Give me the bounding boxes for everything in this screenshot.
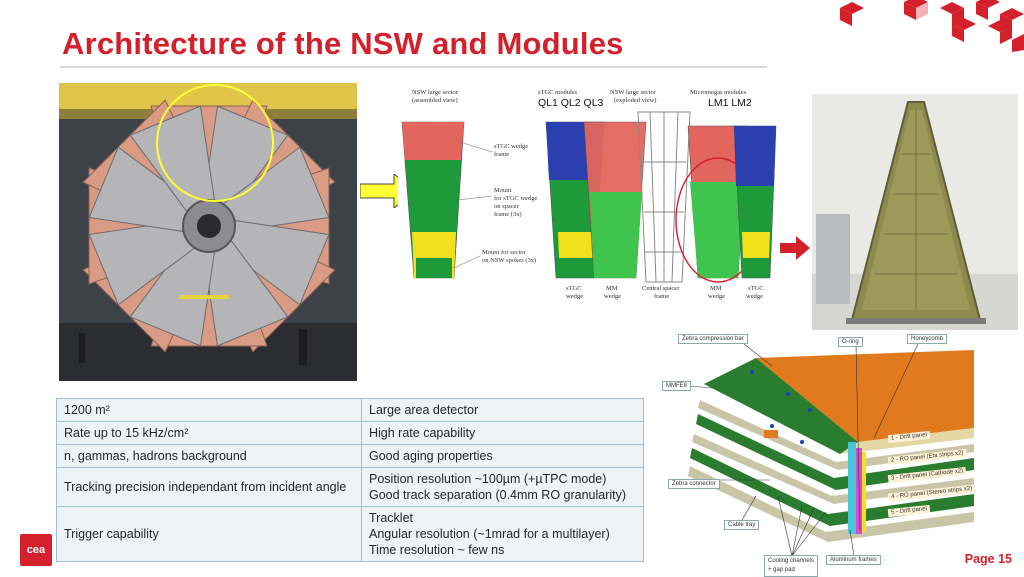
cea-logo: cea: [20, 534, 52, 566]
mm-modules-label: Micromegas modules: [690, 89, 747, 96]
decorative-cube-pattern: [840, 0, 1024, 52]
bottom-label-3b: frame: [654, 293, 669, 300]
property-line: Angular resolution (~1mrad for a multila…: [369, 527, 610, 541]
table-cell-property: High rate capability: [361, 421, 644, 445]
property-line: High rate capability: [369, 426, 476, 440]
property-line: Good aging properties: [369, 449, 493, 463]
bottom-label-4a: MM: [710, 285, 722, 292]
micromegas-module-photo: [812, 94, 1018, 334]
mmfe8-label: MMFE8: [662, 381, 691, 391]
bottom-label-5a: sTGC: [748, 285, 764, 292]
table-row: Rate up to 15 kHz/cm² High rate capabili…: [56, 421, 644, 445]
assembled-label-1: NSW large sector: [412, 89, 459, 96]
property-line: Tracklet: [369, 511, 413, 525]
table-cell-property: Position resolution ~100µm (+µTPC mode) …: [361, 467, 644, 507]
table-cell-property: Good aging properties: [361, 444, 644, 468]
property-line: Good track separation (0.4mm RO granular…: [369, 488, 627, 502]
mm-modules-names: LM1 LM2: [708, 97, 752, 109]
stgc-modules-names: QL1 QL2 QL3: [538, 97, 604, 109]
red-arrow-icon: [780, 236, 810, 260]
table-row: Tracking precision independant from inci…: [56, 467, 644, 507]
table-cell-requirement: 1200 m²: [56, 398, 362, 422]
exploded-label-1: NSW large sector: [610, 89, 657, 96]
property-line: Position resolution ~100µm (+µTPC mode): [369, 472, 607, 486]
stgc-modules-label: sTGC modules: [538, 89, 578, 96]
title-underline: [60, 66, 767, 68]
table-row: Trigger capability Tracklet Angular reso…: [56, 506, 644, 562]
bottom-label-1a: sTGC: [566, 285, 582, 292]
table-cell-property: Large area detector: [361, 398, 644, 422]
honeycomb-label: Honeycomb: [907, 334, 948, 344]
bottom-label-3a: Central spacer: [642, 285, 680, 292]
page-title: Architecture of the NSW and Modules: [62, 26, 624, 61]
table-cell-requirement: Trigger capability: [56, 506, 362, 562]
cross-section-drawing: [660, 330, 1022, 576]
mount-stgc-label-3: on spacer: [494, 203, 520, 210]
nsw-wheel-photo: [59, 83, 357, 381]
table-cell-requirement: Rate up to 15 kHz/cm²: [56, 421, 362, 445]
bottom-label-2a: MM: [606, 285, 618, 292]
mount-sector-label-1: Mount for sector: [482, 249, 527, 256]
bottom-label-5b: wedge: [746, 293, 763, 300]
bottom-label-1b: wedge: [566, 293, 583, 300]
table-row: 1200 m² Large area detector: [56, 398, 644, 422]
exploded-label-2: (exploded view): [614, 97, 656, 104]
oring-label: O-ring: [838, 337, 863, 347]
nsw-sector-drawing: NSW large sector (assembled view) NSW la…: [398, 82, 788, 312]
requirements-table: 1200 m² Large area detector Rate up to 1…: [56, 398, 644, 562]
table-cell-requirement: n, gammas, hadrons background: [56, 444, 362, 468]
mount-stgc-label-2: for sTGC wedge: [494, 195, 537, 202]
zebra-connector-label: Zebra connector: [668, 479, 720, 489]
table-cell-property: Tracklet Angular resolution (~1mrad for …: [361, 506, 644, 562]
table-cell-requirement: Tracking precision independant from inci…: [56, 467, 362, 507]
mount-sector-label-2: on NSW spokes (3x): [482, 257, 536, 264]
cable-tray-label: Cable tray: [724, 520, 760, 530]
mount-stgc-label-4: frame (3x): [494, 211, 522, 218]
property-line: Large area detector: [369, 403, 479, 417]
stgc-frame-label-1: sTGC wedge: [494, 143, 528, 150]
stgc-frame-label-2: frame: [494, 151, 509, 158]
cooling-label-line-2: + gap pad: [768, 567, 795, 573]
aluminum-frames-label: Aluminum frames: [826, 555, 881, 565]
chamber-cross-section-detail: Zebra compression bar O-ring Honeycomb M…: [660, 330, 1022, 577]
bottom-label-4b: wedge: [708, 293, 725, 300]
assembled-label-2: (assembled view): [412, 97, 458, 104]
bottom-label-2b: wedge: [604, 293, 621, 300]
page-number: Page 15: [964, 552, 1012, 566]
cooling-label-line-1: Cooling channels: [768, 558, 815, 564]
table-row: n, gammas, hadrons background Good aging…: [56, 444, 644, 468]
mount-stgc-label-1: Mount: [494, 187, 512, 194]
cooling-label: Cooling channels + gap pad: [764, 555, 819, 577]
property-line: Time resolution ~ few ns: [369, 543, 505, 557]
zebra-bar-label: Zebra compression bar: [678, 334, 748, 344]
